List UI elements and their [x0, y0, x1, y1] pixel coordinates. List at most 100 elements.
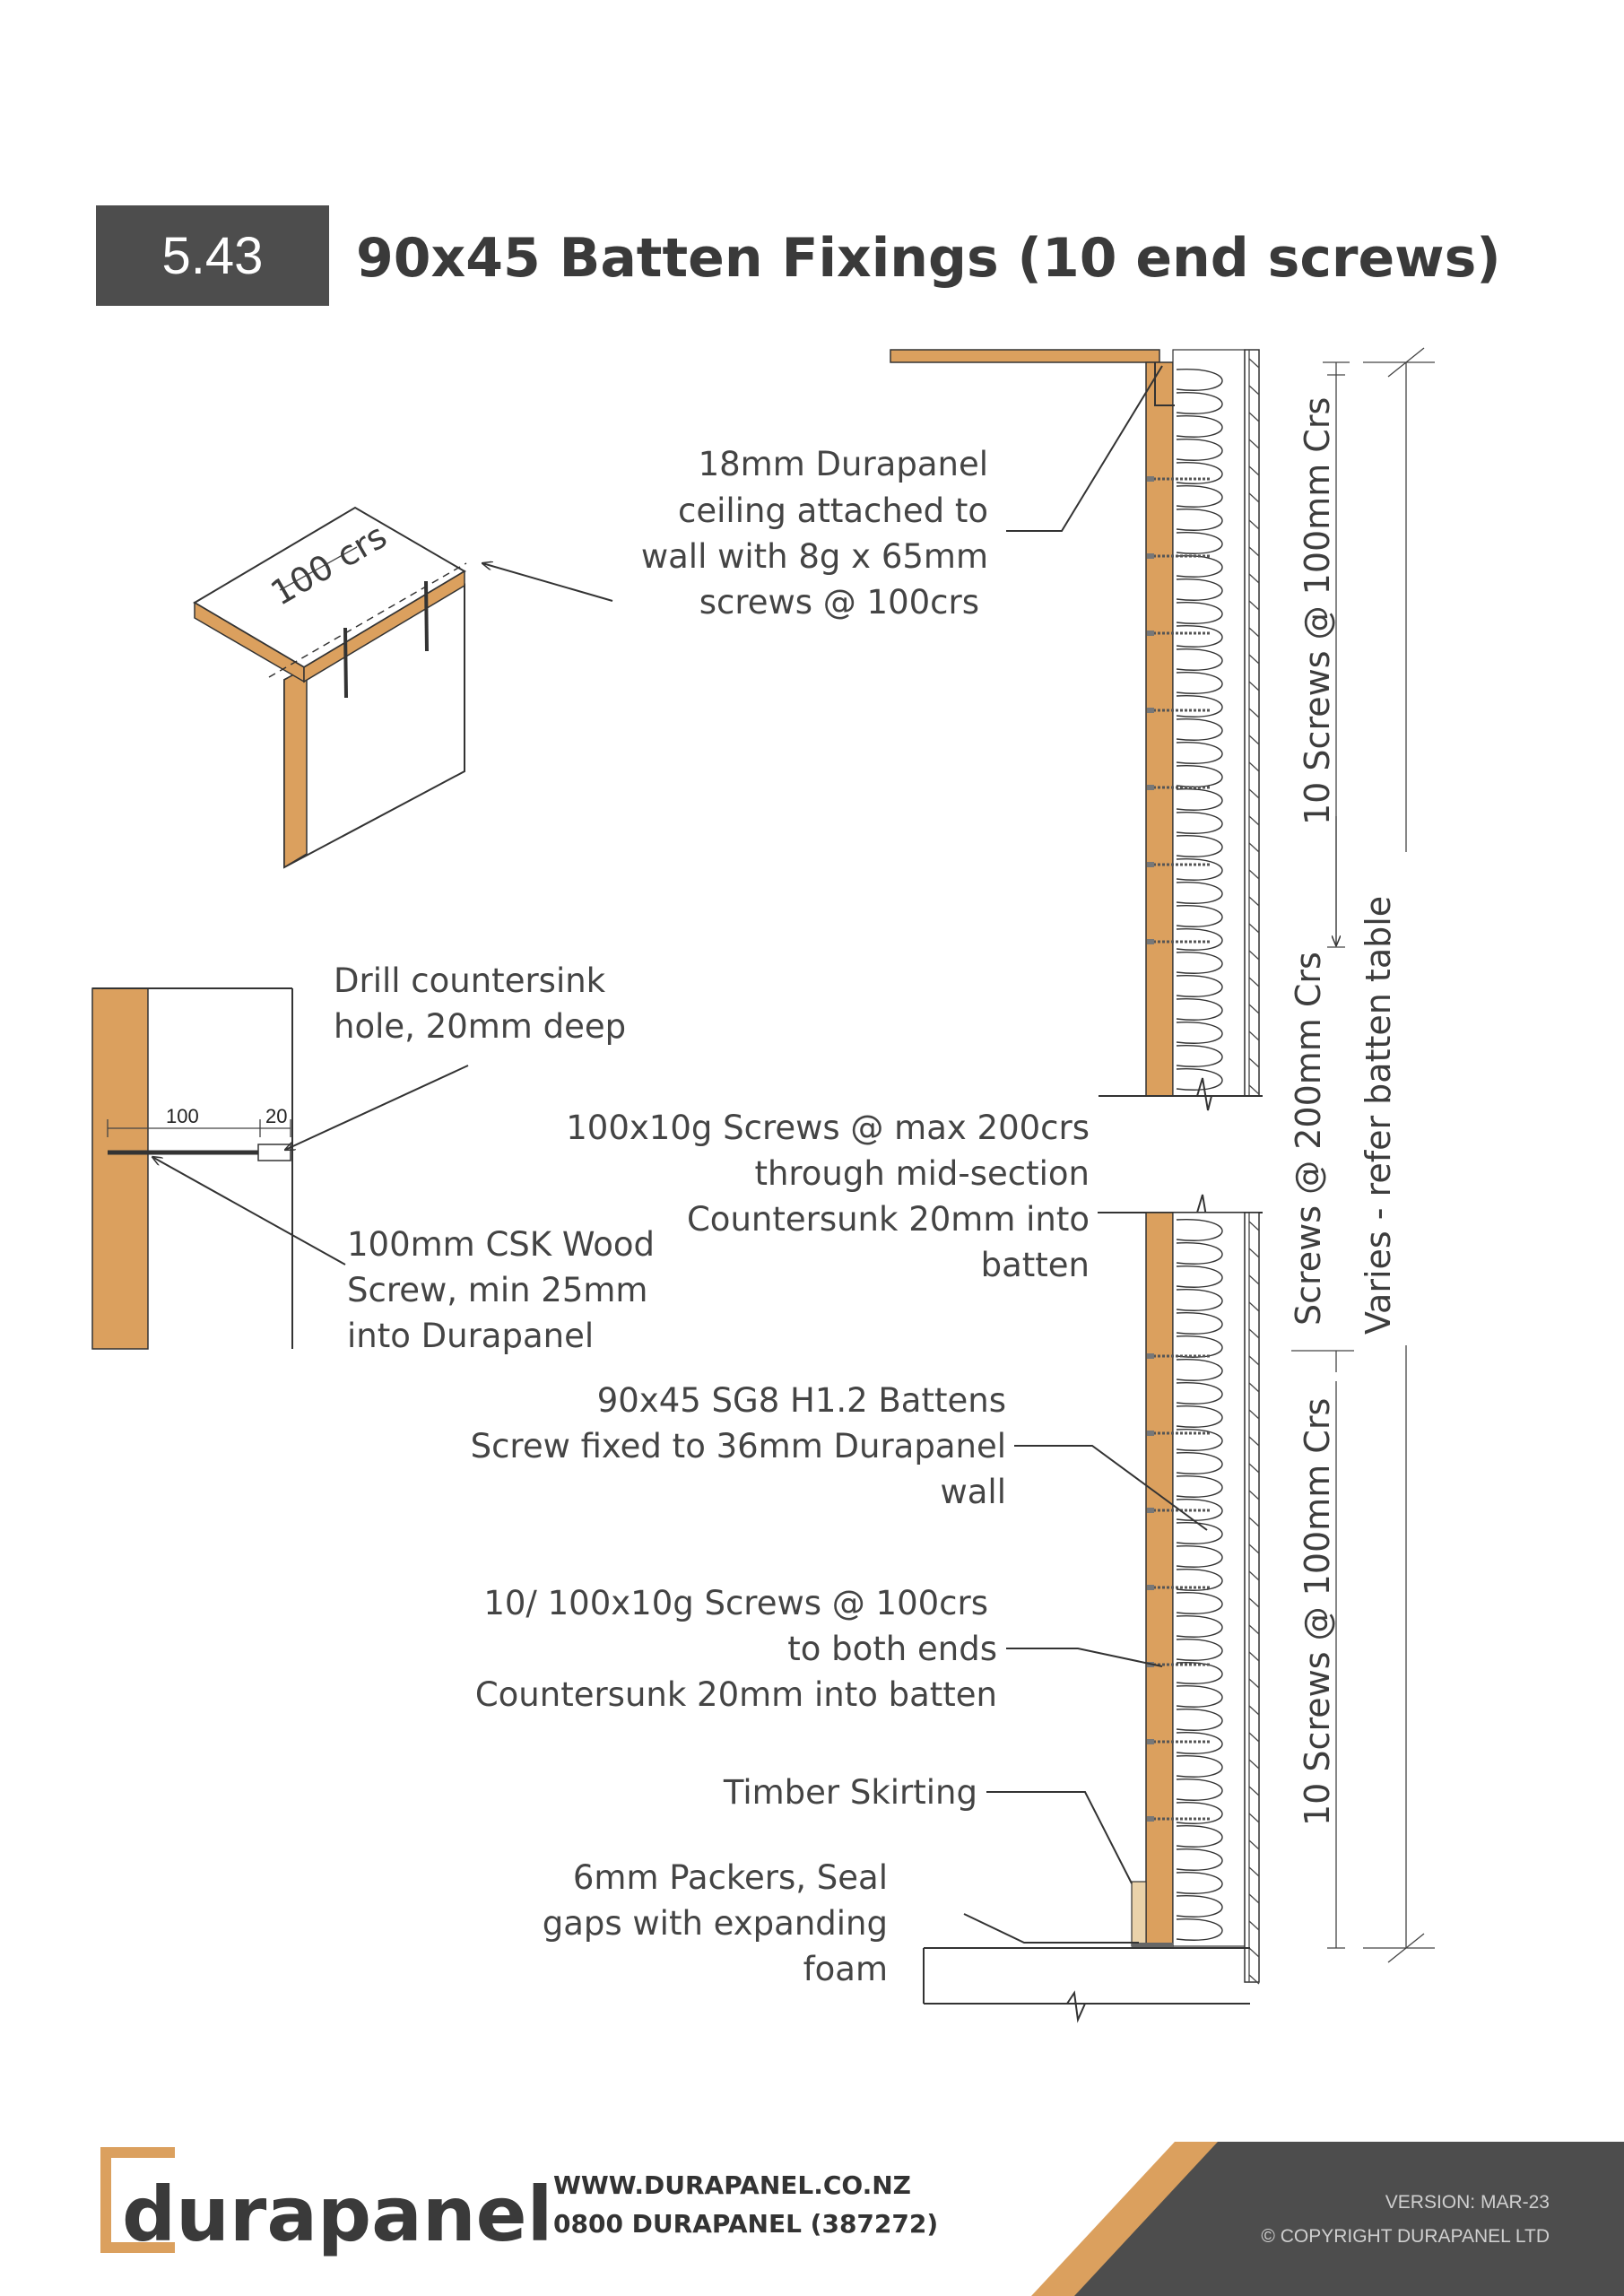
hatch-line [1248, 1732, 1260, 1743]
hatch-line [1248, 1004, 1260, 1014]
batten-upper [1145, 361, 1174, 1097]
hatch-line [1248, 1624, 1260, 1635]
callout-ceiling-line4: screws @ 100crs [699, 583, 979, 622]
screw-head [1147, 1353, 1154, 1359]
callout-drill: Drill countersink hole, 20mm deep [334, 961, 626, 1046]
detail-dim-100: 100 [166, 1105, 199, 1127]
hatch-line [1248, 761, 1260, 772]
callout-mid-line1: 100x10g Screws @ max 200crs [566, 1109, 1090, 1147]
dim-overall-label: Varies - refer batten table [1359, 896, 1398, 1335]
screw-head [1147, 862, 1154, 867]
callout-packers-line1: 6mm Packers, Seal [573, 1858, 888, 1897]
hatch-line [1248, 1651, 1260, 1662]
callout-csk-screw: 100mm CSK Wood Screw, min 25mm into Dura… [347, 1225, 655, 1355]
hatch-line [1248, 869, 1260, 880]
footer-copyright: © COPYRIGHT DURAPANEL LTD [1261, 2226, 1550, 2247]
hatch-line [1248, 735, 1260, 745]
hatch-line [1248, 788, 1260, 799]
hatch-line [1248, 1328, 1260, 1339]
footer-version: VERSION: MAR-23 [1385, 2192, 1550, 2213]
footer-band [1074, 2142, 1624, 2296]
callout-packers-line2: gaps with expanding [543, 1904, 888, 1943]
callout-csk-line1: 100mm CSK Wood [347, 1225, 655, 1264]
hatch-line [1248, 573, 1260, 584]
callout-skirting-text: Timber Skirting [723, 1773, 977, 1812]
hatch-line [1248, 1570, 1260, 1581]
screw-detail: 100 20 [91, 987, 469, 1350]
section-number-box [96, 205, 329, 306]
callout-drill-line2: hole, 20mm deep [334, 1007, 626, 1046]
callout-ceiling-line3: wall with 8g x 65mm [641, 537, 988, 576]
screw-head [1147, 553, 1154, 559]
hatch-line [1248, 1974, 1260, 1985]
callout-ceiling-line1: 18mm Durapanel [699, 445, 988, 483]
hatch-line [1248, 627, 1260, 638]
hatch-line [1248, 1409, 1260, 1420]
hatch-line [1248, 600, 1260, 611]
callouts: 18mm Durapanel ceiling attached to wall … [334, 365, 1208, 1988]
hatch-line [1248, 1301, 1260, 1312]
callout-battens-line3: wall [941, 1473, 1007, 1511]
hatch-line [1248, 1274, 1260, 1285]
hatch-line [1248, 439, 1260, 449]
callout-mid-line4: batten [981, 1246, 1090, 1284]
timber-skirting [1131, 1881, 1147, 1947]
hatch-line [1248, 654, 1260, 665]
logo-wordmark: durapanel [122, 2170, 552, 2258]
hatch-line [1248, 708, 1260, 718]
dim-top-label: 10 Screws @ 100mm Crs [1298, 397, 1337, 825]
callout-ceiling: 18mm Durapanel ceiling attached to wall … [641, 365, 1163, 622]
page-header: 5.43 90x45 Batten Fixings (10 end screws… [96, 205, 1501, 306]
dim-middle-label: Screws @ 200mm Crs [1289, 952, 1328, 1326]
hatch-line [1248, 1813, 1260, 1823]
hatch-line [1248, 681, 1260, 691]
callout-end-line2: to both ends [787, 1630, 997, 1668]
callout-drill-line1: Drill countersink [334, 961, 606, 1000]
hatch-line [1248, 977, 1260, 987]
hatch-line [1248, 465, 1260, 476]
hatch-line [1248, 1920, 1260, 1931]
wall-section [890, 349, 1263, 2023]
durapanel-logo: durapanel [100, 2147, 552, 2258]
callout-mid-line3: Countersunk 20mm into [687, 1200, 1090, 1239]
callout-battens-line1: 90x45 SG8 H1.2 Battens [597, 1381, 1006, 1420]
detail-dim-20: 20 [265, 1105, 287, 1127]
screw-head [1147, 1739, 1154, 1744]
hatch-line [1248, 1517, 1260, 1527]
callout-csk-line3: into Durapanel [347, 1317, 594, 1355]
hatch-line [1248, 1057, 1260, 1068]
callout-end-screws: 10/ 100x10g Screws @ 100crs to both ends… [475, 1584, 1163, 1714]
callout-packers-line3: foam [803, 1950, 888, 1988]
hatch-line [1248, 1355, 1260, 1366]
hatch-line [1248, 546, 1260, 557]
footer-phone: 0800 DURAPANEL (387272) [553, 2209, 938, 2239]
dimensions: 10 Screws @ 100mm Crs Screws @ 200mm Crs… [1289, 347, 1435, 1963]
hatch-line [1248, 519, 1260, 530]
hatch-line [1248, 923, 1260, 934]
hatch-line [1248, 815, 1260, 826]
callout-mid-screws: 100x10g Screws @ max 200crs through mid-… [566, 1109, 1146, 1284]
screw-head [1147, 785, 1154, 790]
isometric-view: 100 crs [193, 506, 613, 869]
hatch-line [1248, 1221, 1260, 1231]
page-footer: VERSION: MAR-23 © COPYRIGHT DURAPANEL LT… [100, 2142, 1624, 2296]
dim-bottom-label: 10 Screws @ 100mm Crs [1298, 1398, 1337, 1826]
hatch-line [1248, 1248, 1260, 1258]
screw-head [1147, 476, 1154, 482]
callout-csk-line2: Screw, min 25mm [347, 1271, 647, 1309]
hatch-line [1248, 412, 1260, 422]
hatch-line [1248, 1382, 1260, 1393]
hatch-line [1248, 1947, 1260, 1958]
hatch-line [1248, 1705, 1260, 1716]
screw-head [1147, 1431, 1154, 1436]
hatch-line [1248, 1463, 1260, 1474]
hatch-line [1248, 1786, 1260, 1796]
callout-skirting: Timber Skirting [723, 1773, 1133, 1884]
hatch-line [1248, 1839, 1260, 1850]
hatch-line [1248, 842, 1260, 853]
hatch-line [1248, 896, 1260, 907]
hatch-line [1248, 1866, 1260, 1877]
screw-head [1147, 1585, 1154, 1590]
hatch-line [1248, 1678, 1260, 1689]
